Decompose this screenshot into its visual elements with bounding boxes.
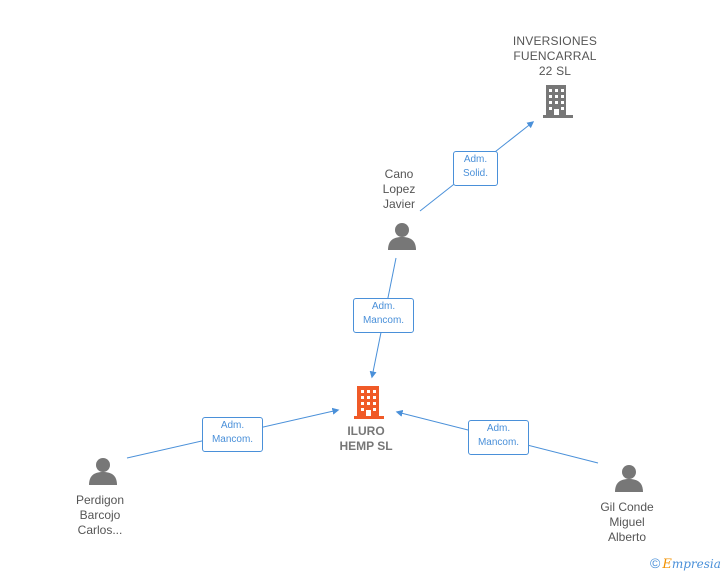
edge-label-line: Adm. (220, 420, 245, 431)
company-iluro-label[interactable]: ILURO HEMP SL (321, 424, 411, 454)
label-line: Cano (384, 167, 414, 181)
label-line: Barcojo (79, 508, 121, 522)
label-line: INVERSIONES (512, 34, 598, 48)
company-inversiones-label[interactable]: INVERSIONES FUENCARRAL 22 SL (495, 34, 615, 79)
label-line: HEMP SL (339, 439, 393, 453)
edge-label-adm-solid[interactable]: Adm. Solid. (453, 151, 498, 186)
label-line: FUENCARRAL (513, 49, 597, 63)
edge-label-line: Mancom. (211, 434, 254, 445)
label-line: Javier (382, 197, 415, 211)
label-line: Gil Conde (600, 500, 654, 514)
label-line: Carlos... (77, 523, 123, 537)
brand-initial: E (662, 557, 672, 572)
copyright-icon: © (650, 555, 661, 571)
label-line: Perdigon (75, 493, 125, 507)
person-icon[interactable] (615, 465, 643, 492)
person-gilconde-label[interactable]: Gil Conde Miguel Alberto (587, 500, 667, 545)
edge-label-line: Mancom. (477, 437, 520, 448)
edge-label-line: Adm. (486, 423, 511, 434)
label-line: Miguel (609, 515, 645, 529)
person-icon[interactable] (388, 223, 416, 250)
edge-label-line: Mancom. (362, 315, 405, 326)
label-line: ILURO (347, 424, 385, 438)
building-icon-main[interactable] (354, 386, 384, 419)
edge-label-line: Solid. (462, 168, 488, 179)
label-line: 22 SL (538, 64, 572, 78)
empresia-logo: ©Empresia (650, 555, 721, 572)
edge-label-line: Adm. (463, 154, 488, 165)
label-line: Alberto (607, 530, 647, 544)
building-icon[interactable] (543, 85, 573, 118)
person-icon[interactable] (89, 458, 117, 485)
label-line: Lopez (382, 182, 416, 196)
edge-label-adm-mancom[interactable]: Adm. Mancom. (468, 420, 529, 455)
edge-label-adm-mancom[interactable]: Adm. Mancom. (202, 417, 263, 452)
brand-name: mpresia (671, 557, 721, 571)
person-perdigon-label[interactable]: Perdigon Barcojo Carlos... (60, 493, 140, 538)
edge-label-line: Adm. (371, 301, 396, 312)
person-cano-label[interactable]: Cano Lopez Javier (364, 167, 434, 212)
edge-label-adm-mancom[interactable]: Adm. Mancom. (353, 298, 414, 333)
